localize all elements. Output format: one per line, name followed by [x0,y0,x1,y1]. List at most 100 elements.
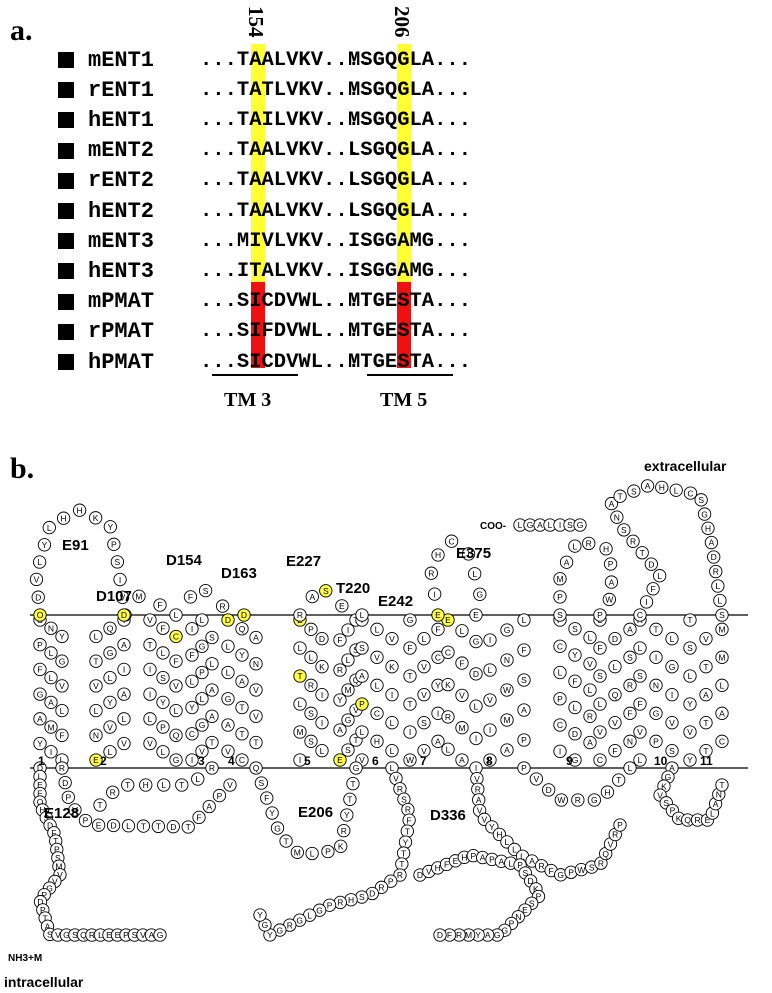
sequence-tm3: ...MIVLVKV...... [200,229,397,253]
svg-text:V: V [225,746,231,756]
residue: L [221,639,235,653]
residue: T [683,613,697,627]
bullet-marker [58,112,74,129]
residue: L [143,712,157,726]
svg-text:L: L [613,662,618,672]
svg-text:T: T [239,729,244,739]
residue: Y [103,520,118,534]
residue: R [374,880,389,894]
svg-text:C: C [719,737,725,747]
svg-text:E: E [115,930,121,940]
residue: L [517,613,531,627]
bullet-marker [58,52,74,68]
svg-text:M: M [503,715,510,725]
svg-text:Y: Y [572,650,578,660]
svg-text:A: A [564,557,570,567]
svg-text:S: S [621,525,627,535]
residue: A [221,718,235,732]
svg-text:A: A [713,799,719,809]
svg-text:Y: Y [344,810,350,820]
residue: A [431,734,445,748]
residue: R [393,868,407,882]
residue: G [568,753,582,767]
svg-text:D: D [417,870,423,880]
residue: S [341,743,355,757]
svg-text:R: R [428,568,434,578]
svg-text:M: M [135,591,142,601]
residue: H [701,521,715,535]
residue: T [635,546,649,560]
svg-text:V: V [533,774,539,784]
svg-text:T: T [719,780,724,790]
svg-text:L: L [390,718,395,728]
residue: C [235,753,249,767]
residue: G [500,623,514,637]
svg-text:S: S [43,813,49,823]
sequence-tm3: ...SICDVWL..... [200,290,385,314]
svg-text:E: E [705,815,711,825]
svg-text:G: G [572,755,579,765]
svg-text:N: N [504,655,510,665]
sequence-tm5: MTGESTA... [348,320,472,344]
svg-text:G: G [262,920,269,930]
svg-text:S: S [663,798,669,808]
residue: G [341,713,355,727]
svg-text:T: T [617,491,622,501]
residue: V [633,725,647,739]
svg-text:R: R [110,787,116,797]
svg-text:K: K [676,813,682,823]
sequence-tm3: ...TATLVKV..... [200,78,385,102]
residue: K [441,677,455,692]
svg-text:L: L [298,699,303,709]
svg-text:H: H [374,737,380,747]
svg-text:M: M [556,574,563,584]
svg-text:E: E [453,856,459,866]
residue: L [385,744,399,758]
svg-text:G: G [669,662,676,672]
svg-text:L: L [360,610,365,620]
svg-text:A: A [609,577,615,587]
svg-text:L: L [422,634,427,644]
svg-text:I: I [149,665,151,675]
residue: F [33,662,47,677]
svg-text:I: I [655,653,657,663]
residue: G [221,692,235,706]
residue: G [649,706,663,720]
alignment-row: rENT1...TATLVKV.....MSGQGLA... [58,75,471,105]
svg-text:K: K [445,680,451,690]
svg-text:F: F [612,746,617,756]
residue: P [61,790,75,804]
residue: D [315,632,329,646]
svg-text:T: T [156,822,161,832]
residue: H [600,785,615,799]
svg-text:P: P [608,559,614,569]
svg-text:S: S [669,746,675,756]
svg-text:W: W [577,865,585,875]
svg-text:L: L [670,634,675,644]
svg-text:L: L [390,763,395,773]
residue: S [665,744,679,758]
svg-text:A: A [485,930,491,940]
svg-text:G: G [63,930,70,940]
svg-text:D: D [35,592,41,602]
svg-text:M: M [296,727,303,737]
residue: P [649,734,663,748]
residue: T [93,798,107,812]
svg-text:L: L [720,681,725,691]
residue: F [156,621,170,635]
residue: I [461,547,476,561]
svg-text:L: L [710,808,715,818]
svg-text:V: V [393,774,399,784]
svg-text:R: R [539,861,545,871]
svg-text:R: R [627,681,633,691]
svg-text:V: V [703,634,709,644]
residue: T [343,792,357,806]
svg-text:D: D [37,763,43,773]
svg-text:C: C [189,729,195,739]
svg-text:N: N [253,659,259,669]
residue: H [655,480,669,495]
svg-text:L: L [200,615,205,625]
residue: P [156,720,170,734]
svg-text:E: E [37,780,43,790]
residue: S [683,641,697,655]
